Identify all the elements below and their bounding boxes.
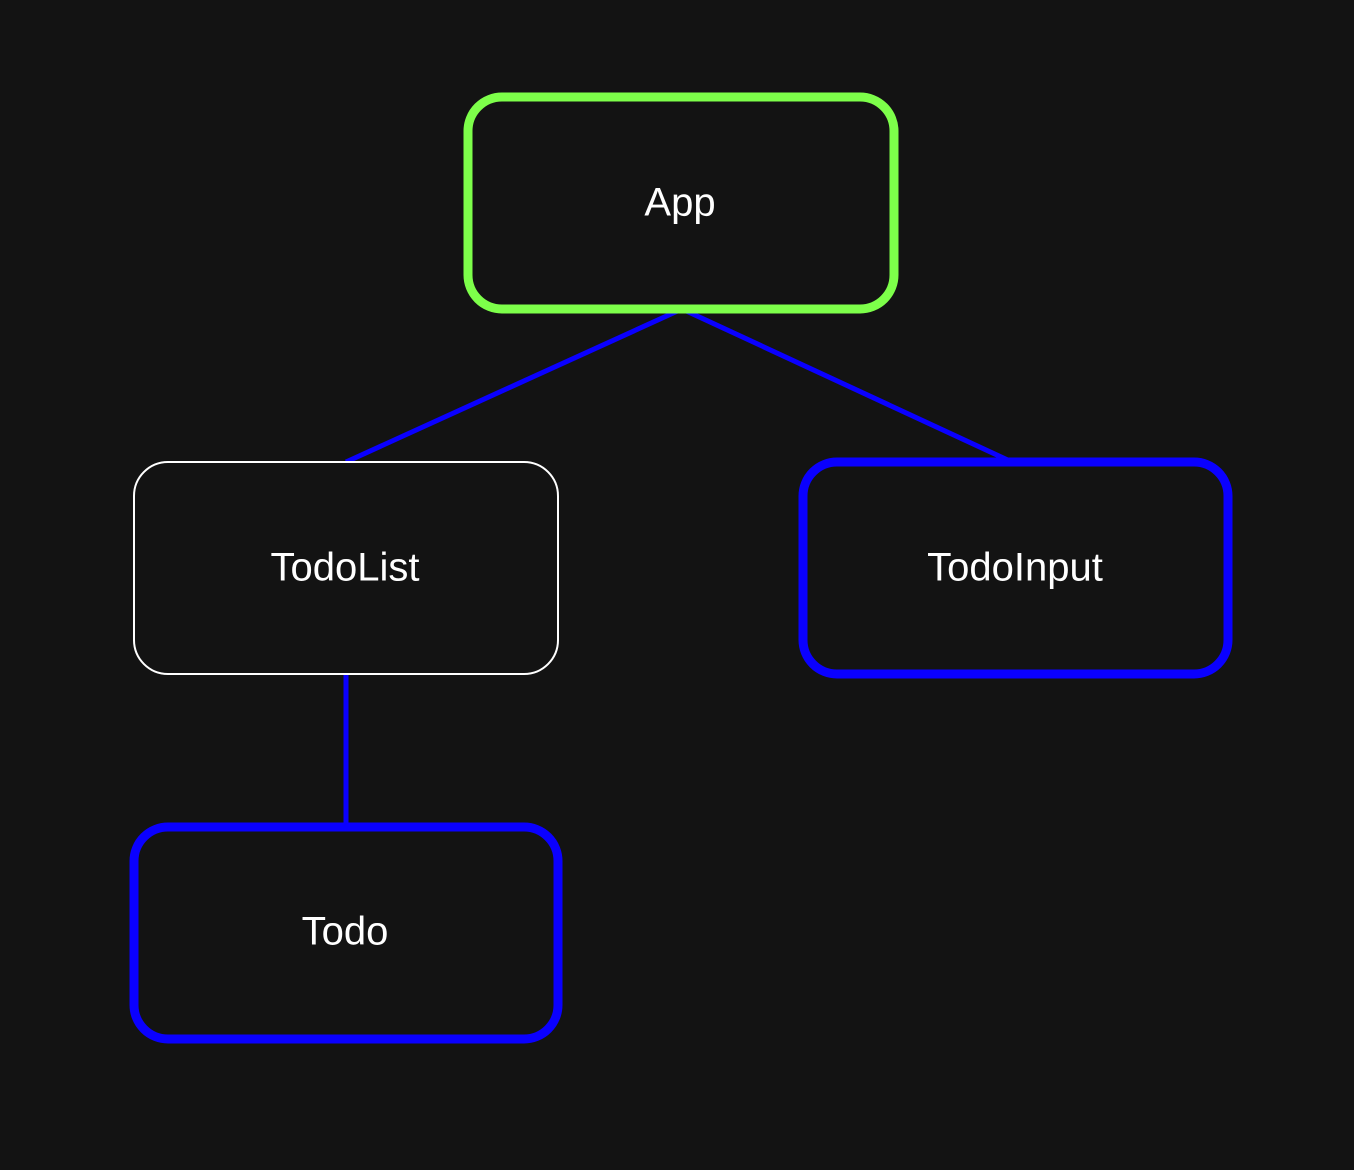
node-todoinput-label: TodoInput — [927, 546, 1103, 590]
node-todo-label: Todo — [302, 910, 389, 954]
edge-app-todolist — [344, 306, 684, 465]
node-todolist-label: TodoList — [271, 546, 420, 590]
node-todo-box — [129, 822, 563, 1044]
node-todoinput[interactable]: TodoInput — [798, 457, 1233, 679]
node-todoinput-box — [798, 457, 1233, 679]
node-app-label: App — [644, 181, 715, 225]
node-todolist[interactable]: TodoList — [133, 461, 559, 675]
node-app[interactable]: App — [463, 92, 899, 314]
node-todolist-box — [133, 461, 559, 675]
node-todo[interactable]: Todo — [129, 822, 563, 1044]
edge-app-todoinput — [680, 306, 1014, 465]
node-app-box — [463, 92, 899, 314]
